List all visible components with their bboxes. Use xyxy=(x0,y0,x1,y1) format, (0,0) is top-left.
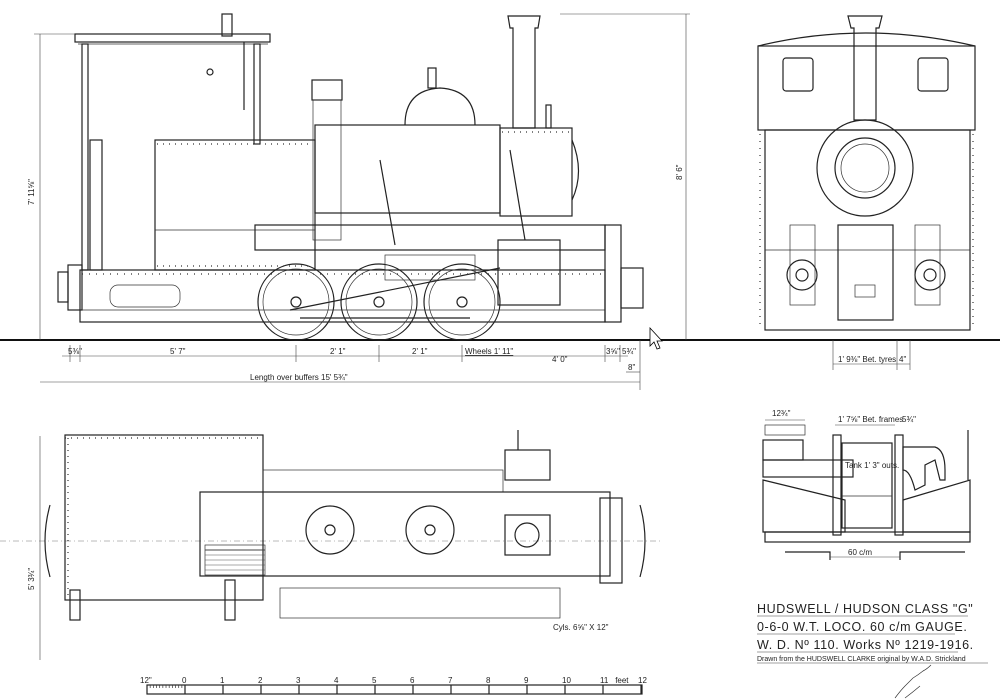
tyres-label: 1' 9⅜" Bet. tyres xyxy=(838,355,896,364)
scale-label: 1 xyxy=(220,676,225,685)
dim-buffer: 5¾" xyxy=(622,347,636,356)
scale-label: 11 xyxy=(600,676,609,685)
dim-front-end: 4' 0" xyxy=(552,355,568,364)
section-frames-label: 1' 7⅝" Bet. frames xyxy=(838,415,903,424)
scale-label: 5 xyxy=(372,676,377,685)
title-line-3: W. D. Nº 110. Works Nº 1219-1916. xyxy=(757,638,974,652)
side-height-label: 7' 11⅝" xyxy=(27,179,36,205)
mouse-cursor-icon xyxy=(649,326,663,350)
cylinders-label: Cyls. 6⅝" X 12" xyxy=(553,623,609,632)
dim-front-overhang: 5⅜" xyxy=(68,347,82,356)
scale-label: 12 xyxy=(638,676,647,685)
tyre-width-label: 4" xyxy=(899,355,906,364)
section-view: 12¾" 1' 7⅝" Bet. frames 5¾" Tank 1' 3" o… xyxy=(762,409,971,560)
front-elevation: 8' 6" 1' 9⅜" Bet. tyres 4" xyxy=(560,13,976,370)
title-line-2: 0-6-0 W.T. LOCO. 60 c/m GAUGE. xyxy=(757,620,967,634)
dim-wheelbase-2: 2' 1" xyxy=(412,347,428,356)
title-line-4: Drawn from the HUDSWELL CLARKE original … xyxy=(757,656,966,663)
title-block: HUDSWELL / HUDSON CLASS "G" 0-6-0 W.T. L… xyxy=(757,602,988,699)
scale-label: 8 xyxy=(486,676,491,685)
dim-wheelbase-1: 2' 1" xyxy=(330,347,346,356)
scale-label: 4 xyxy=(334,676,339,685)
plan-width-label: 5' 3¾" xyxy=(27,568,36,590)
section-gauge-label: 60 c/m xyxy=(848,548,872,557)
dim-length-over-buffers: Length over buffers 15' 5¾" xyxy=(250,373,348,382)
scale-label: 3 xyxy=(296,676,301,685)
side-elevation: 7' 11⅝" 5⅜" 5' 7" 2' 1" 2' 1" Wheels 1' … xyxy=(27,13,644,390)
driving-wheels xyxy=(257,263,501,341)
scale-label: 7 xyxy=(448,676,453,685)
scale-label: 10 xyxy=(562,676,571,685)
title-line-1: HUDSWELL / HUDSON CLASS "G" xyxy=(757,602,973,616)
dim-beam: 3⅝" xyxy=(606,347,620,356)
signature xyxy=(894,664,932,699)
front-height-label: 8' 6" xyxy=(675,164,684,180)
dim-buffer-length: 8" xyxy=(628,363,635,372)
scale-label: 9 xyxy=(524,676,529,685)
section-cab-width: 12¾" xyxy=(772,409,791,418)
scale-label: 0 xyxy=(182,676,187,685)
section-tank-label: Tank 1' 3" outs. xyxy=(845,461,899,470)
dim-wheels: Wheels 1' 11" xyxy=(465,347,513,356)
scale-label: 2 xyxy=(258,676,263,685)
section-frame-offset: 5¾" xyxy=(902,415,916,424)
scale-label: 6 xyxy=(410,676,415,685)
dim-cab-to-wheel: 5' 7" xyxy=(170,347,186,356)
plan-view: 5' 3¾" Cyls. 6⅝" X 12" xyxy=(0,430,660,660)
scale-label: 12" xyxy=(140,676,152,685)
scale-label: feet xyxy=(615,676,629,685)
